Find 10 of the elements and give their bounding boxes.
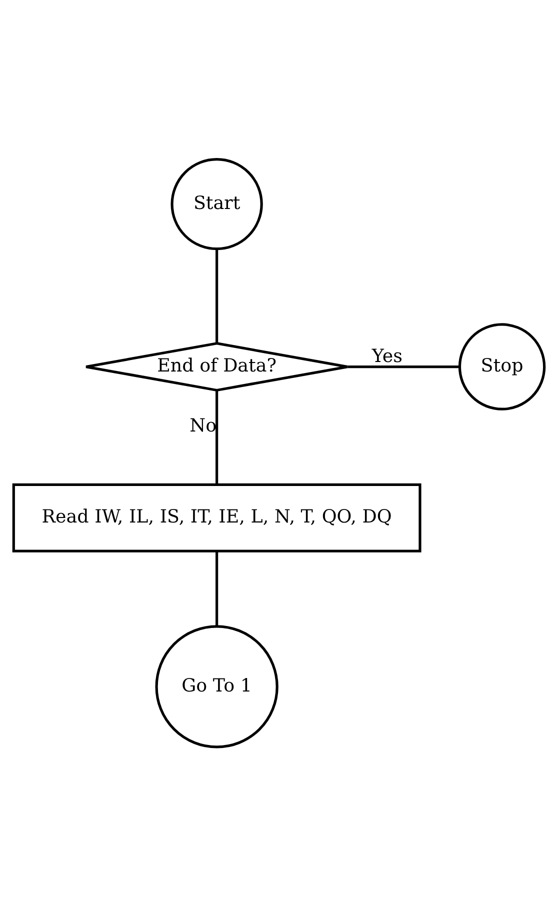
node-circle: Stop (458, 323, 546, 410)
node-diamond: End of Data? (84, 342, 349, 392)
connector (216, 551, 218, 627)
edge-label: Yes (372, 346, 402, 367)
node-circle: Go To 1 (155, 625, 278, 748)
connector (216, 249, 218, 343)
node-box: Read IW, IL, IS, IT, IE, L, N, T, QO, DQ (12, 483, 422, 552)
connector (348, 365, 460, 368)
node-circle: Start (170, 158, 263, 250)
connector (216, 390, 218, 484)
